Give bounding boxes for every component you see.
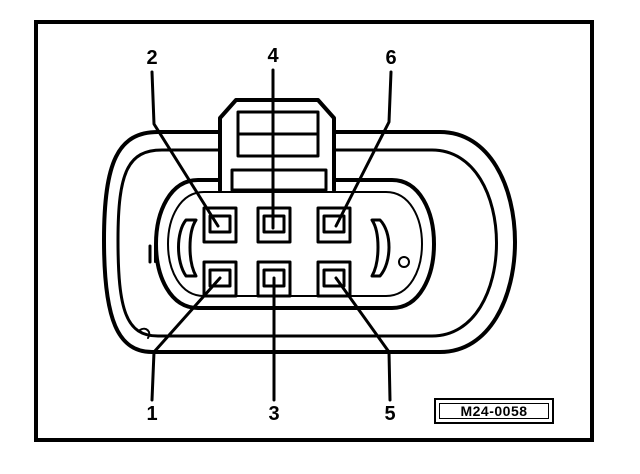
pin-label-1: 1 [146, 403, 158, 425]
pin-label-2: 2 [146, 47, 158, 69]
terminal-6 [316, 206, 352, 244]
leader-line-1 [150, 276, 222, 402]
leader-line-2 [150, 70, 220, 228]
figure-frame [34, 20, 594, 442]
connector-housing-outer [102, 130, 517, 354]
pin-label-4: 4 [267, 45, 279, 67]
socket-cavity [154, 178, 436, 310]
bottom-left-mark [139, 327, 151, 339]
leader-line-5 [334, 276, 392, 402]
connector-housing-rim [116, 148, 498, 338]
pin-label-5: 5 [384, 403, 396, 425]
leader-line-6 [334, 70, 393, 228]
terminal-2 [202, 206, 238, 244]
socket-cavity-inner [167, 191, 423, 297]
right-coding-rib [370, 218, 391, 278]
figure-code: M24-0058 [460, 403, 528, 419]
figure-code-box: M24-0058 [434, 398, 554, 424]
left-coding-rib [177, 218, 198, 278]
locking-latch [218, 98, 336, 192]
right-nub [398, 256, 410, 268]
pin-label-3: 3 [268, 403, 280, 425]
terminal-5 [316, 260, 352, 298]
pin-label-6: 6 [385, 47, 397, 69]
